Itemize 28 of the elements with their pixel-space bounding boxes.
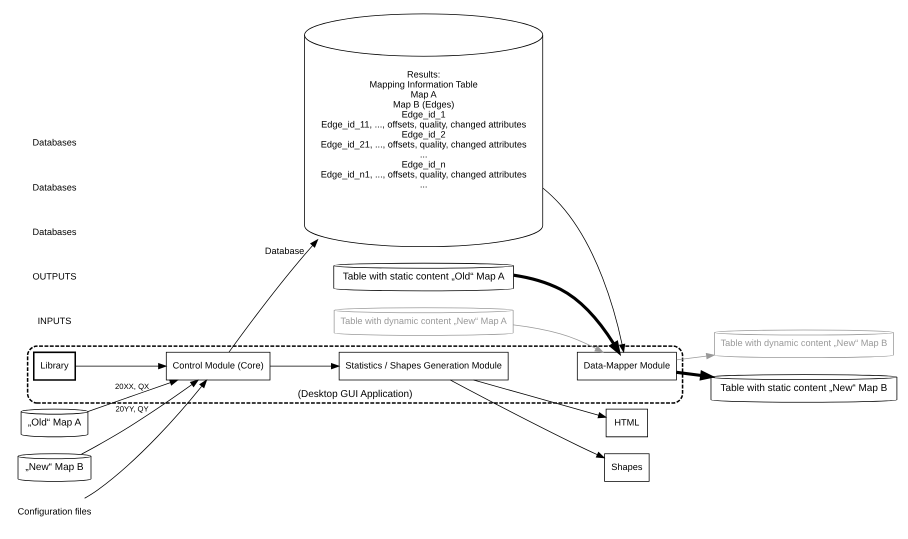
arrow bbox=[513, 324, 604, 352]
arrow bbox=[88, 379, 179, 412]
arrow bbox=[75, 362, 168, 369]
label: Databases bbox=[32, 226, 77, 236]
label: Databases bbox=[32, 137, 77, 148]
edge-label: 20XX, QX bbox=[115, 382, 150, 391]
node-box: Library bbox=[33, 351, 76, 380]
label: Databases bbox=[32, 182, 77, 192]
arrow bbox=[676, 369, 716, 380]
arrow bbox=[450, 379, 606, 458]
arrow bbox=[270, 362, 340, 369]
node-box: Data-Mapper Module bbox=[576, 351, 677, 380]
arrow bbox=[228, 238, 318, 352]
node-label: Database bbox=[264, 245, 304, 256]
arrow bbox=[84, 378, 208, 498]
arrow bbox=[542, 187, 626, 353]
node-box: Shapes bbox=[604, 452, 650, 482]
arrow bbox=[473, 379, 608, 418]
node-box: Control Module (Core) bbox=[166, 351, 270, 380]
node-box: Statistics / Shapes Generation Module bbox=[338, 351, 509, 380]
edge-label: 20YY, QY bbox=[116, 404, 149, 413]
arrow bbox=[513, 273, 622, 356]
arrow bbox=[676, 352, 716, 360]
label: OUTPUTS bbox=[32, 270, 76, 281]
arrow bbox=[81, 378, 200, 454]
node-box: HTML bbox=[606, 408, 648, 437]
node-text: Configuration files bbox=[18, 506, 92, 516]
label: INPUTS bbox=[38, 315, 72, 326]
